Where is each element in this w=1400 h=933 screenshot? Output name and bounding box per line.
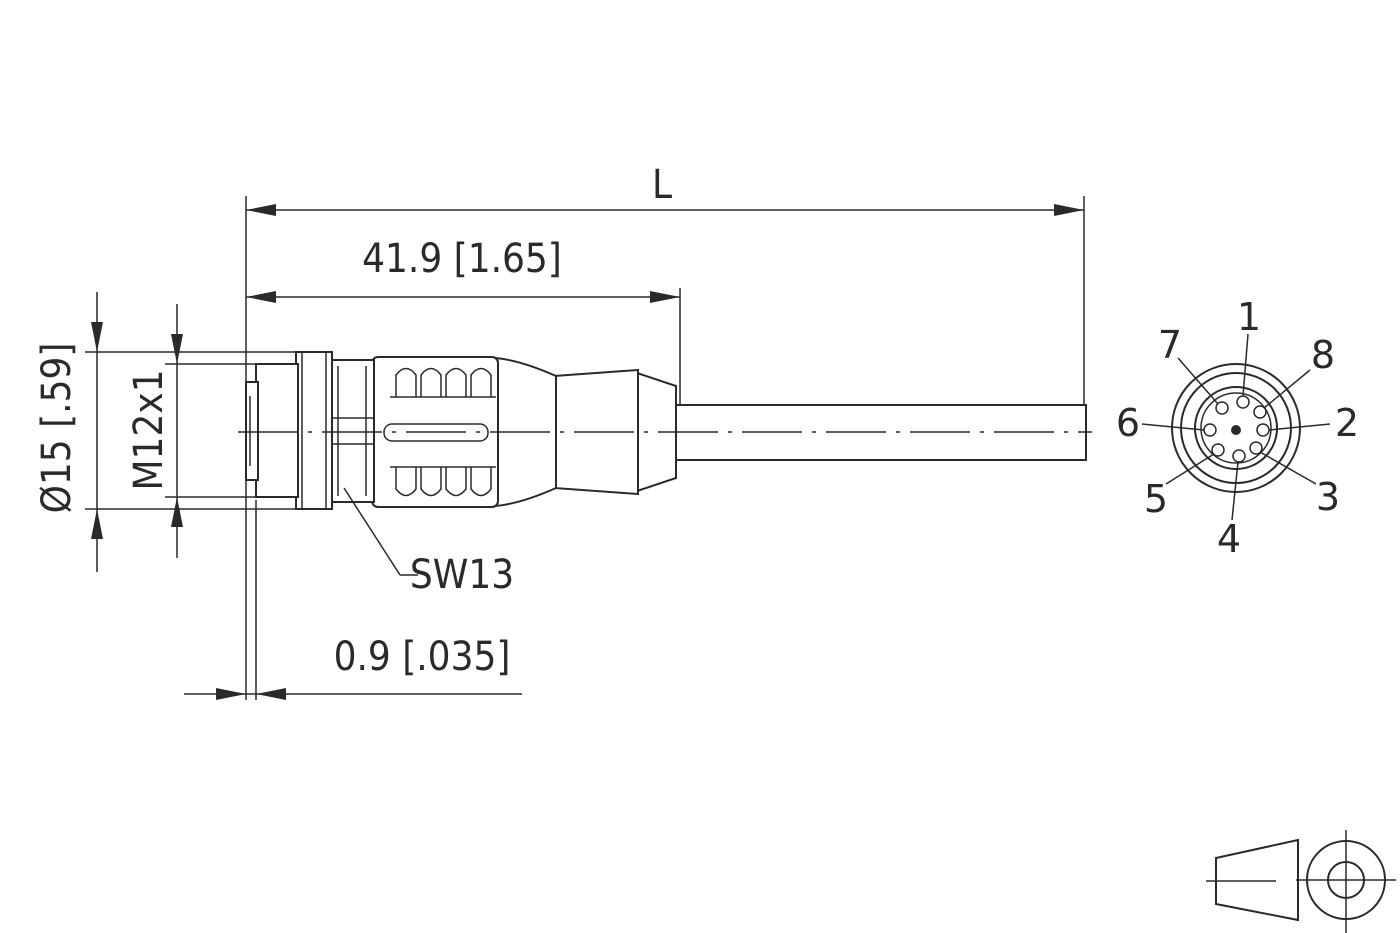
dimension-thread-depth: 0.9 [.035] — [184, 500, 522, 700]
pin-center — [1231, 425, 1241, 435]
outer-diameter-label: Ø15 [.59] — [34, 343, 80, 514]
pin-5 — [1211, 443, 1225, 457]
body-length-label: 41.9 [1.65] — [362, 236, 562, 282]
pin-6 — [1203, 423, 1217, 437]
pin-1 — [1236, 395, 1250, 409]
grip-rib — [395, 367, 417, 397]
pin-label-2: 2 — [1335, 401, 1359, 445]
pin-8 — [1253, 405, 1267, 419]
pin-label-4: 4 — [1217, 517, 1241, 561]
grip-rib — [470, 367, 492, 397]
grip-rib — [420, 467, 442, 497]
pin-label-5: 5 — [1144, 477, 1168, 521]
thread-label: M12x1 — [126, 369, 172, 490]
grip-rib — [395, 467, 417, 497]
dimension-body-length: 41.9 [1.65] — [246, 236, 681, 410]
dimension-thread: M12x1 — [126, 304, 258, 558]
third-angle-projection-icon — [1206, 830, 1396, 933]
wrench-size-label: SW13 — [410, 552, 514, 598]
pin-label-7: 7 — [1158, 323, 1182, 367]
contact-face — [245, 381, 259, 481]
pin-3 — [1249, 441, 1263, 455]
threaded-front — [255, 363, 299, 498]
thread-depth-label: 0.9 [.035] — [334, 634, 511, 680]
pin-label-1: 1 — [1237, 295, 1261, 339]
grip-rib — [445, 467, 467, 497]
overall-length-label: L — [652, 162, 672, 208]
dimension-outer-diameter: Ø15 [.59] — [34, 292, 330, 572]
dimension-overall-length: L — [245, 162, 1085, 700]
hex-nut — [329, 359, 375, 503]
pin-7 — [1215, 401, 1229, 415]
pin-2 — [1256, 423, 1270, 437]
pin-label-3: 3 — [1316, 475, 1340, 519]
pin-4 — [1232, 449, 1246, 463]
grip-rib — [420, 367, 442, 397]
grip-rib — [470, 467, 492, 497]
grip-slot — [383, 423, 489, 442]
connector-side-view: SW13 — [245, 351, 1087, 598]
pin-label-8: 8 — [1311, 333, 1335, 377]
connector-end-view: 1 2 3 4 5 6 7 8 — [1116, 295, 1359, 561]
grip-rib — [445, 367, 467, 397]
pin-label-6: 6 — [1116, 401, 1140, 445]
